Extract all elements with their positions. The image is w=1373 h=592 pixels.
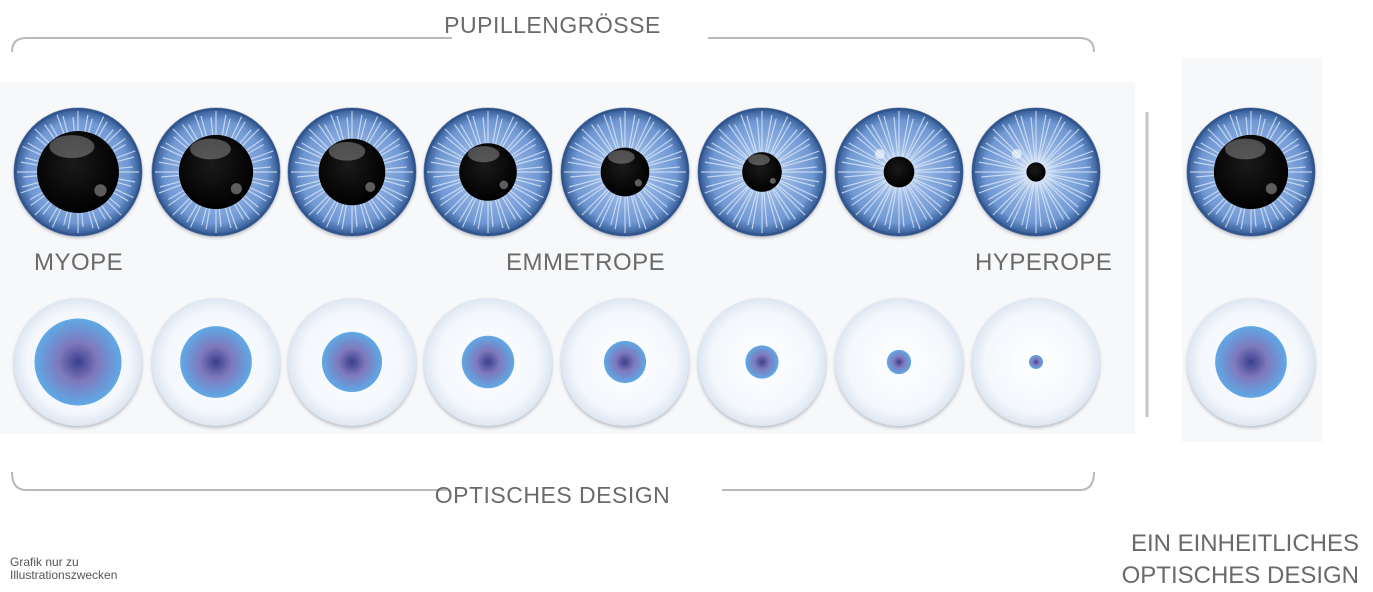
hyperope-label: HYPEROPE [975, 249, 1112, 277]
pupil-highlight [329, 142, 366, 161]
pupil [1026, 162, 1045, 181]
optical-zone [1029, 355, 1043, 369]
optical-zone [604, 341, 646, 383]
pupil-highlight [1225, 139, 1266, 160]
emmetrope-label: EMMETROPE [506, 249, 665, 277]
pupil-highlight [190, 139, 231, 160]
single-lens [1187, 298, 1315, 426]
optical-design-label: OPTISCHES DESIGN [0, 482, 1105, 509]
lens-row [14, 298, 1100, 426]
single-eye [1187, 108, 1315, 236]
eye-3 [288, 108, 416, 236]
optical-zone [887, 350, 911, 374]
single-design-caption: EIN EINHEITLICHES OPTISCHES DESIGN [1122, 528, 1359, 592]
pupil-glint [770, 178, 776, 184]
eye-6 [698, 108, 826, 236]
pupil-glint [365, 182, 375, 192]
iris-glint [1012, 149, 1022, 159]
pupil-highlight [608, 150, 635, 164]
pupil-highlight [748, 154, 770, 165]
eye-4 [424, 108, 552, 236]
eye-1 [14, 108, 142, 236]
single-design-line-1: EIN EINHEITLICHES [1122, 528, 1359, 560]
myope-label: MYOPE [34, 249, 123, 277]
eye-7 [835, 108, 963, 236]
pupil-glint [500, 181, 509, 190]
lens-6 [698, 298, 826, 426]
pupil [884, 157, 915, 188]
lens-5 [561, 298, 689, 426]
lens-8 [972, 298, 1100, 426]
top-bracket [12, 38, 1094, 52]
optical-zone [1215, 326, 1287, 398]
lens-1 [14, 298, 142, 426]
pupil-highlight [468, 146, 500, 162]
eye-8 [972, 108, 1100, 236]
optical-zone [34, 318, 121, 405]
illustration-note-line-2: Illustrationszwecken [10, 569, 117, 582]
optical-zone [322, 332, 382, 392]
single-design-line-2: OPTISCHES DESIGN [1122, 560, 1359, 592]
optical-zone [745, 345, 778, 378]
eye-5 [561, 108, 689, 236]
single-design-column [1187, 108, 1315, 426]
lens-4 [424, 298, 552, 426]
pupil-glint [1266, 183, 1277, 194]
optical-zone [462, 336, 514, 388]
lens-7 [835, 298, 963, 426]
illustration-note: Grafik nur zu Illustrationszwecken [10, 556, 117, 582]
pupil-glint [231, 183, 242, 194]
pupil-highlight [49, 135, 94, 158]
optical-zone [180, 326, 252, 398]
eye-row [14, 108, 1100, 236]
pupil-size-label: PUPILLENGRÖSSE [0, 12, 1105, 39]
lens-2 [152, 298, 280, 426]
pupil-glint [94, 184, 106, 196]
iris-glint [875, 149, 885, 159]
eye-2 [152, 108, 280, 236]
pupil-glint [635, 179, 642, 186]
lens-3 [288, 298, 416, 426]
